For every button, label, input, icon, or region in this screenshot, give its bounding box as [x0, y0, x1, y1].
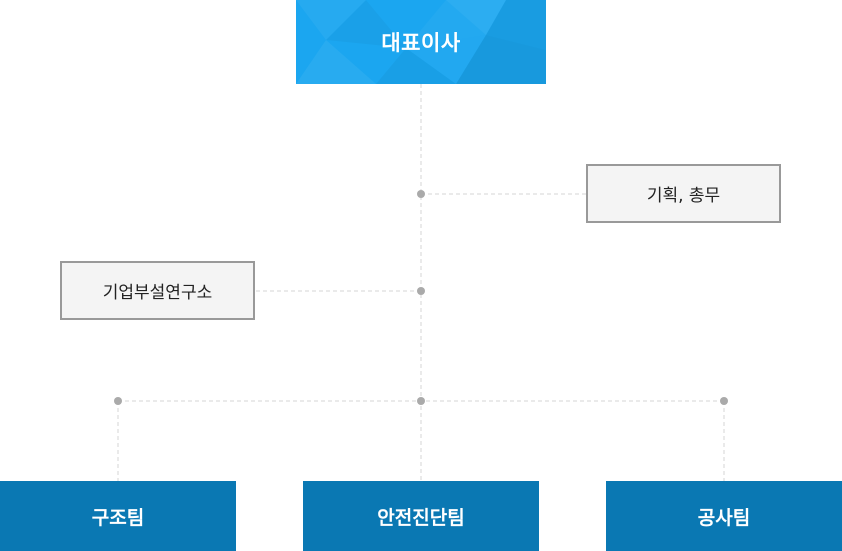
structure-junction-dot — [114, 397, 122, 405]
structure-team-node: 구조팀 — [0, 481, 236, 551]
planning-affairs-label: 기획, 총무 — [646, 186, 721, 206]
safety-diagnosis-team-label: 안전진단팀 — [377, 506, 465, 529]
planning-junction-dot — [417, 190, 425, 198]
research-institute-node: 기업부설연구소 — [60, 261, 255, 320]
construction-team-label: 공사팀 — [697, 506, 751, 529]
structure-team-label: 구조팀 — [91, 506, 145, 529]
team-bus-center-dot — [417, 397, 425, 405]
construction-team-node: 공사팀 — [606, 481, 842, 551]
ceo-polygon-background — [296, 0, 546, 84]
safety-diagnosis-team-node: 안전진단팀 — [303, 481, 539, 551]
ceo-node: 대표이사 — [296, 0, 546, 84]
construction-junction-dot — [720, 397, 728, 405]
research-junction-dot — [417, 287, 425, 295]
ceo-label: 대표이사 — [381, 31, 461, 55]
planning-affairs-node: 기획, 총무 — [586, 164, 781, 223]
research-institute-label: 기업부설연구소 — [102, 283, 213, 303]
